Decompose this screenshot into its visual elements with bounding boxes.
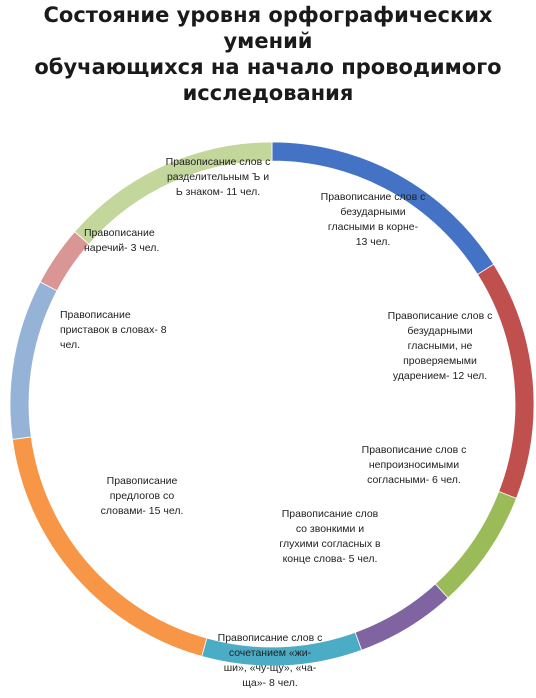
donut-slice-3 <box>434 491 517 599</box>
slice-label-4: Правописание слов со звонкими и глухими … <box>279 508 381 565</box>
donut-slice-4 <box>354 583 449 651</box>
donut-slice-6 <box>11 436 208 657</box>
chart-title: Состояние уровня орфографических умений … <box>0 2 536 106</box>
slice-label-1: Правописание слов с безударными гласными… <box>320 191 426 248</box>
slice-label-5: Правописание слов с сочетанием «жи- ши»,… <box>217 632 323 689</box>
donut-slice-9 <box>74 141 273 245</box>
slice-label-6: Правописание предлогов со словами- 15 че… <box>100 475 184 517</box>
slice-label-9: Правописание слов с разделительным Ъ и Ь… <box>165 156 271 198</box>
donut-slice-8 <box>39 231 90 292</box>
slice-label-2: Правописание слов с безударными гласными… <box>387 310 493 382</box>
chart-title-line-2: обучающихся на начало проводимого <box>34 55 502 79</box>
chart-title-line-1: Состояние уровня орфографических умений <box>43 3 493 53</box>
slice-label-3: Правописание слов с непроизносимыми согл… <box>361 444 467 486</box>
slice-label-7: Правописание приставок в словах- 8 чел. <box>60 309 167 351</box>
donut-slice-7 <box>9 281 58 440</box>
slice-label-8: Правописание наречий- 3 чел. <box>84 227 160 254</box>
chart-title-line-3: исследования <box>182 81 354 105</box>
